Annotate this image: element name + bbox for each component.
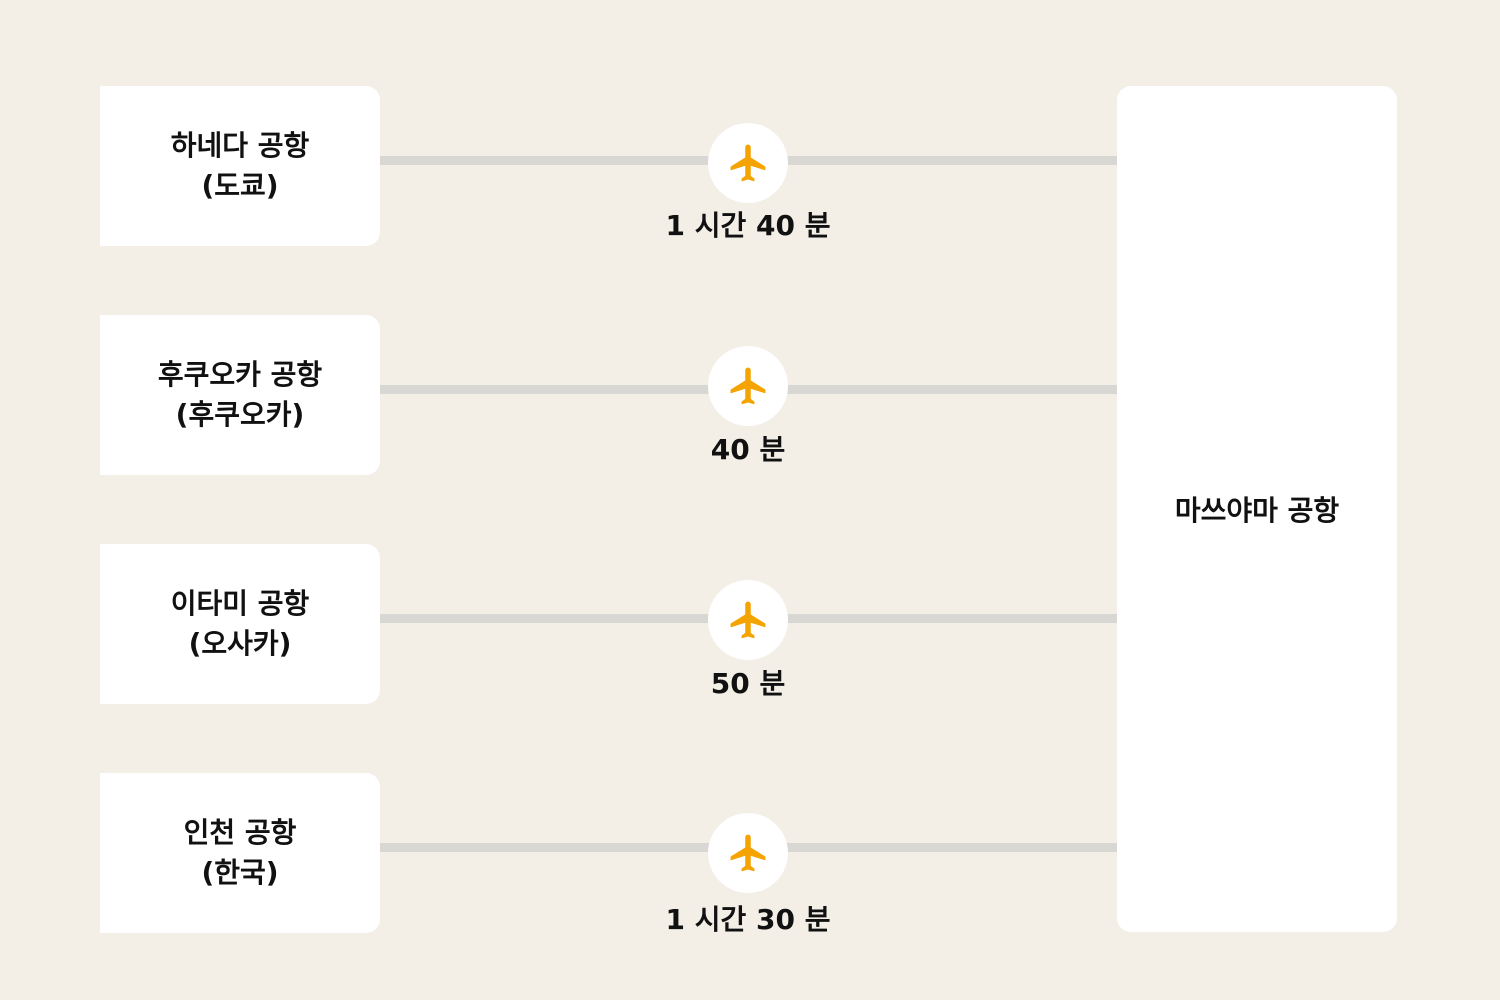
origin-region: (도쿄) — [201, 169, 279, 202]
origin-itami: 이타미 공항 (오사카) — [100, 544, 380, 704]
origin-haneda: 하네다 공항 (도쿄) — [100, 86, 380, 246]
origin-name: 후쿠오카 공항 — [157, 358, 323, 391]
flight-duration: 40 분 — [710, 433, 786, 466]
airplane-icon — [708, 346, 788, 426]
flight-duration: 1 시간 40 분 — [665, 209, 831, 242]
flight-duration: 50 분 — [710, 667, 786, 700]
origin-name: 이타미 공항 — [170, 587, 310, 620]
origin-incheon: 인천 공항 (한국) — [100, 773, 380, 933]
airplane-icon — [708, 123, 788, 203]
origin-fukuoka: 후쿠오카 공항 (후쿠오카) — [100, 315, 380, 475]
airplane-icon — [708, 813, 788, 893]
origin-name: 인천 공항 — [183, 816, 297, 849]
airplane-icon — [708, 580, 788, 660]
origin-region: (한국) — [201, 856, 279, 889]
origin-region: (오사카) — [188, 627, 292, 660]
origin-name: 하네다 공항 — [170, 129, 310, 162]
flight-duration: 1 시간 30 분 — [665, 903, 831, 936]
origin-region: (후쿠오카) — [175, 398, 305, 431]
destination-matsuyama: 마쓰야마 공항 — [1117, 86, 1397, 932]
destination-name: 마쓰야마 공항 — [1174, 494, 1340, 527]
